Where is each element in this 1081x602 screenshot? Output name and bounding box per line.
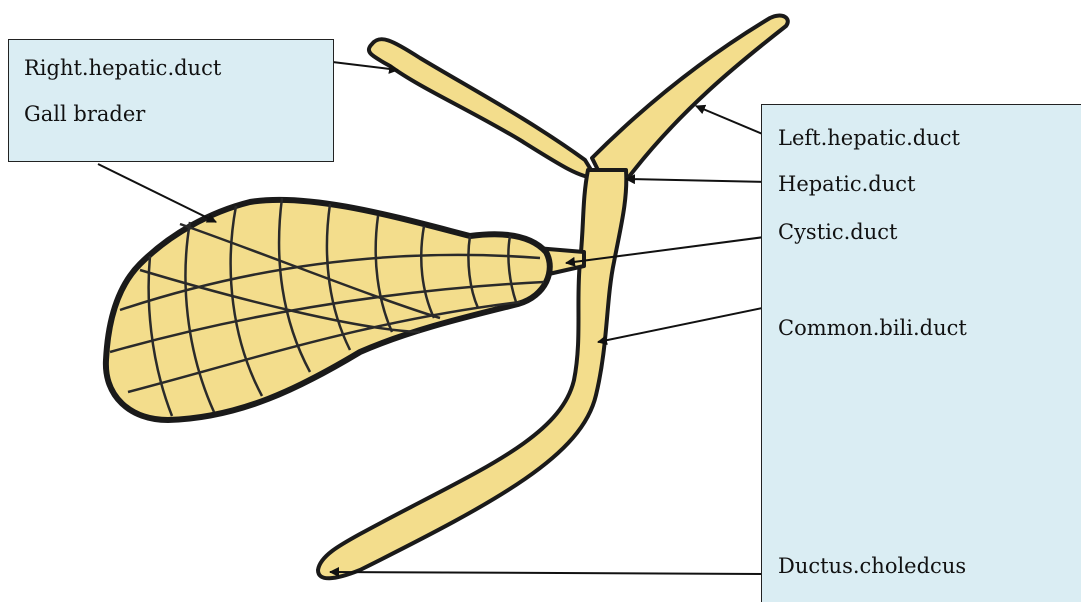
arrow-common-bile-duct bbox=[598, 306, 772, 342]
label-right-hepatic-duct: Right.hepatic.duct bbox=[24, 58, 221, 79]
label-hepatic-duct: Hepatic.duct bbox=[778, 174, 915, 195]
label-ductus-choledochus: Ductus.choledcus bbox=[778, 556, 966, 577]
label-left-hepatic-duct: Left.hepatic.duct bbox=[778, 128, 960, 149]
arrow-hepatic-duct bbox=[626, 179, 772, 182]
arrow-ductus-choledochus bbox=[330, 572, 772, 574]
label-gall-bladder: Gall brader bbox=[24, 104, 145, 125]
right-hepatic-duct-shape bbox=[369, 39, 596, 178]
label-common-bile-duct: Common.bili.duct bbox=[778, 318, 967, 339]
arrow-gall-bladder bbox=[98, 164, 216, 222]
left-hepatic-duct-shape bbox=[592, 16, 788, 186]
label-cystic-duct: Cystic.duct bbox=[778, 222, 897, 243]
